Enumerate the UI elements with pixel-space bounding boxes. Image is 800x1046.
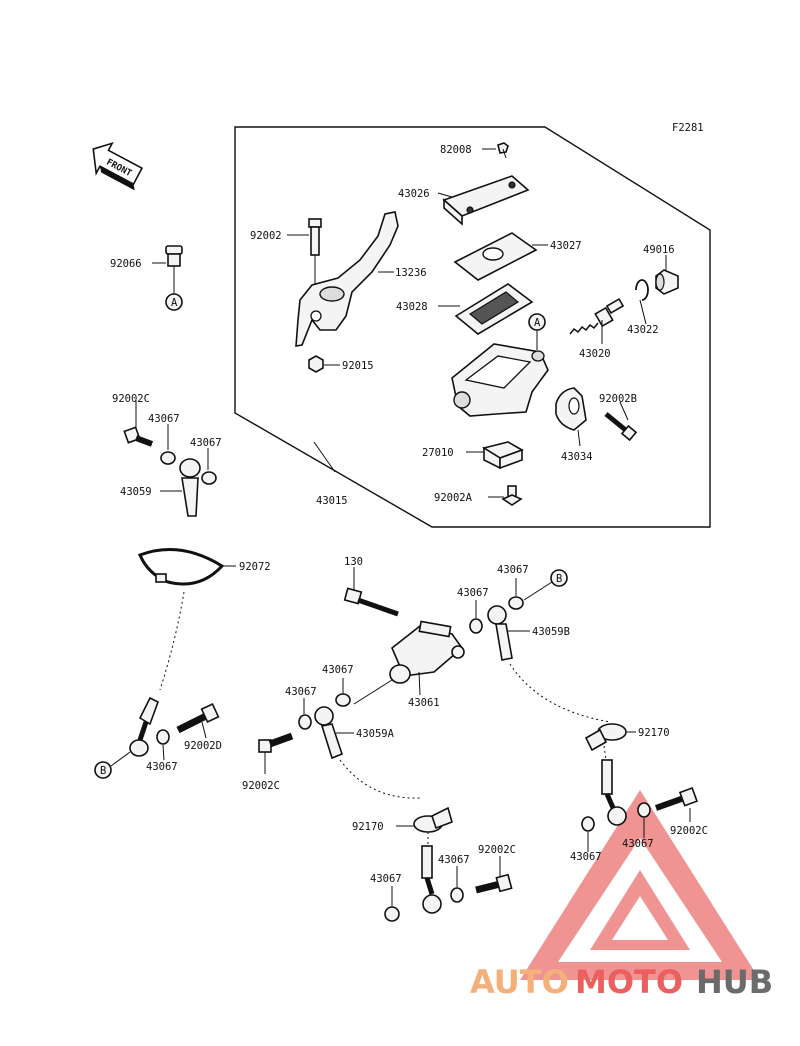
label-92170-1: 92170: [638, 727, 670, 739]
screw-92002a: [501, 485, 523, 506]
watermark-part-3: HUB: [696, 963, 773, 1001]
bolt-92002b: [604, 412, 638, 442]
label-92002c-4: 92002C: [478, 844, 516, 856]
label-43067-10: 43067: [438, 854, 470, 866]
label-92002c-3: 92002C: [670, 825, 708, 837]
label-43067-6: 43067: [285, 686, 317, 698]
label-43067-7: 43067: [146, 761, 178, 773]
washer-left-1: [160, 451, 176, 465]
label-92002d: 92002D: [184, 740, 222, 752]
label-92002b: 92002B: [599, 393, 637, 405]
label-43067-5: 43067: [322, 664, 354, 676]
washer-center-2: [508, 596, 524, 610]
hose-43059: [179, 458, 201, 517]
label-92066: 92066: [110, 258, 142, 270]
hose-end-left: [129, 696, 159, 757]
plug-92066: [165, 245, 183, 267]
washer-left-3: [156, 729, 170, 745]
clamp-43034: [555, 387, 587, 431]
label-43067-2: 43067: [190, 437, 222, 449]
bolt-92002c-center: [258, 732, 294, 753]
label-49016: 49016: [643, 244, 675, 256]
nut-92015: [308, 355, 324, 373]
diaphragm-plate: [453, 232, 538, 281]
label-43059a: 43059A: [356, 728, 395, 740]
bolt-92002d: [176, 703, 220, 734]
label-43027: 43027: [550, 240, 582, 252]
bolt-92002c-right: [654, 787, 698, 811]
label-130: 130: [344, 556, 363, 568]
label-43061: 43061: [408, 697, 440, 709]
bolt-92002c-left: [123, 426, 154, 447]
label-43020: 43020: [579, 348, 611, 360]
master-cylinder-body: [451, 343, 549, 417]
label-43015: 43015: [316, 495, 348, 507]
label-43067-1: 43067: [148, 413, 180, 425]
washer-lower-1: [384, 906, 400, 922]
label-43059b: 43059B: [532, 626, 570, 638]
label-43067-8: 43067: [622, 838, 654, 850]
label-13236: 13236: [395, 267, 427, 279]
bolt-92002: [308, 218, 322, 256]
hose-right-vertical: [601, 759, 627, 826]
callout-a-left: A: [171, 297, 178, 309]
circlip-43022: [635, 279, 649, 301]
reservoir-cap: [442, 175, 530, 226]
hose-43059b: [487, 605, 513, 661]
washer-right-1: [581, 816, 595, 832]
hose-lower: [421, 845, 442, 914]
label-43022: 43022: [627, 324, 659, 336]
washer-center-3: [335, 693, 351, 707]
hose-43059a: [314, 706, 343, 760]
label-43067-9: 43067: [570, 851, 602, 863]
label-43028: 43028: [396, 301, 428, 313]
washer-right-2: [637, 802, 651, 818]
washer-center-4: [298, 714, 312, 730]
front-arrow-icon: FRONT: [92, 141, 144, 191]
washer-left-2: [201, 471, 217, 485]
callout-a-upper: A: [534, 317, 541, 329]
switch-27010: [481, 441, 524, 470]
bolt-130: [343, 587, 399, 617]
washer-lower-2: [450, 887, 464, 903]
clip-92170-lower: [413, 806, 453, 833]
callout-b-left: B: [100, 765, 106, 777]
watermark-text: AUTO MOTO HUB: [470, 963, 773, 1001]
callout-b-right: B: [556, 573, 562, 585]
joint-43061: [389, 620, 465, 684]
label-92015: 92015: [342, 360, 374, 372]
assembly-frame: [234, 126, 711, 528]
figure-code: F2281: [672, 122, 704, 134]
label-92002: 92002: [250, 230, 282, 242]
screw-82008: [497, 142, 509, 159]
piston-43020: [569, 297, 625, 335]
label-92002a: 92002A: [434, 492, 473, 504]
label-43067-4: 43067: [457, 587, 489, 599]
label-43067-3: 43067: [497, 564, 529, 576]
boot-49016: [655, 269, 679, 295]
brake-lever: [295, 211, 399, 347]
label-92002c-2: 92002C: [242, 780, 280, 792]
label-82008: 82008: [440, 144, 472, 156]
band-92072: [138, 548, 225, 586]
label-92072: 92072: [239, 561, 271, 573]
label-43067-11: 43067: [370, 873, 402, 885]
label-43059: 43059: [120, 486, 152, 498]
part-labels: 82008 43026 92002 43027 49016 13236 4302…: [110, 144, 708, 885]
label-92170-2: 92170: [352, 821, 384, 833]
label-92002c-1: 92002C: [112, 393, 150, 405]
watermark-logo: [520, 790, 760, 980]
bolt-92002c-lower: [475, 873, 513, 894]
label-27010: 27010: [422, 447, 454, 459]
label-43034: 43034: [561, 451, 593, 463]
washer-center-1: [469, 618, 483, 634]
watermark-part-2: MOTO: [575, 963, 683, 1001]
watermark-part-1: AUTO: [470, 963, 569, 1001]
label-43026: 43026: [398, 188, 430, 200]
diaphragm: [454, 283, 534, 335]
clip-92170-right: [584, 723, 627, 752]
